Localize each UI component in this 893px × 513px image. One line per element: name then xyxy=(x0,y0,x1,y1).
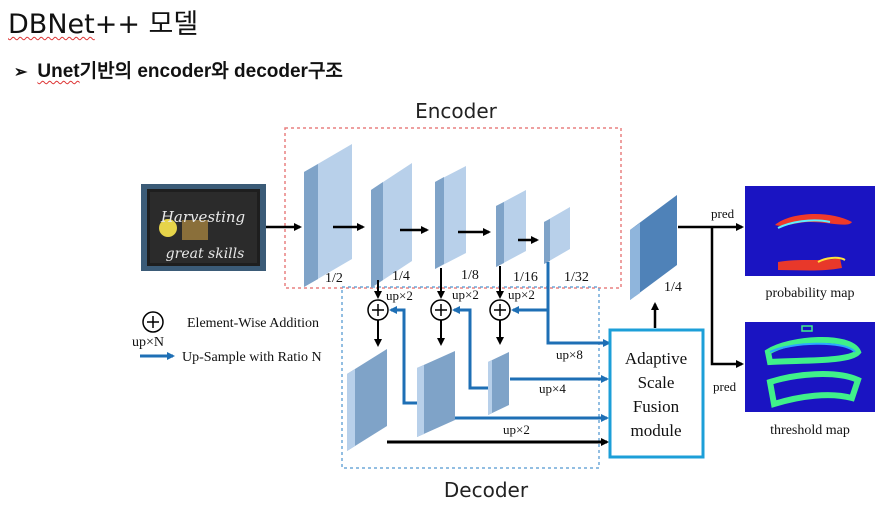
threshold-map-image xyxy=(745,322,875,412)
scale-label-1: 1/2 xyxy=(325,271,343,286)
asf-in-arrow-1 xyxy=(546,290,611,347)
scale-label-3: 1/8 xyxy=(461,268,479,283)
legend-upsample-label: Up-Sample with Ratio N xyxy=(182,350,322,365)
asf-line-4: module xyxy=(631,421,682,440)
decoder-block-1 xyxy=(347,349,387,451)
asf-module xyxy=(608,328,705,459)
legend-add-icon xyxy=(142,311,164,333)
scale-label-4: 1/16 xyxy=(513,270,538,285)
input-image: Harvesting great skills xyxy=(141,184,266,271)
probability-map-label: probability map xyxy=(765,286,854,301)
legend-add-label: Element-Wise Addition xyxy=(187,316,319,331)
encoder-block-5 xyxy=(544,207,570,264)
title-model-name: DBNet xyxy=(8,9,95,40)
bullet-keyword: Unet xyxy=(37,61,80,82)
pred-label-2: pred xyxy=(713,379,737,394)
encoder-block-4 xyxy=(496,190,526,267)
asf-line-1: Adaptive xyxy=(625,349,687,368)
up-label-1: up×2 xyxy=(386,288,413,303)
dec-up-label-3: up×2 xyxy=(503,422,530,437)
encoder-region xyxy=(284,127,622,289)
bullet-point: ➢ Unet기반의 encoder와 decoder구조 xyxy=(14,56,343,83)
bullet-arrow-icon: ➢ xyxy=(14,64,28,81)
bullet-text: 기반의 encoder와 decoder구조 xyxy=(79,61,343,82)
encoder-label: Encoder xyxy=(415,99,498,123)
probability-map-image xyxy=(745,186,875,276)
asf-line-3: Fusion xyxy=(633,397,680,416)
add-node-2 xyxy=(430,299,452,321)
slide-title: DBNet++ 모델 xyxy=(8,2,198,41)
encoder-block-2 xyxy=(371,163,412,288)
threshold-map-label: threshold map xyxy=(770,423,850,438)
decoder-region xyxy=(341,286,600,469)
scale-label-2: 1/4 xyxy=(392,269,410,284)
dec-up-label-2: up×4 xyxy=(539,381,566,396)
decoder-block-3 xyxy=(488,352,509,415)
up-label-2: up×2 xyxy=(452,287,479,302)
input-text-line1: Harvesting xyxy=(160,208,245,226)
add-node-1 xyxy=(367,299,389,321)
upsample-arrow-into-add-2 xyxy=(452,306,489,390)
fused-scale-label: 1/4 xyxy=(664,280,682,295)
input-text-line2: great skills xyxy=(166,246,245,262)
up-label-3: up×2 xyxy=(508,287,535,302)
fused-feature-block xyxy=(630,195,677,300)
upsample-arrow-into-add-1 xyxy=(389,306,420,405)
add-node-3 xyxy=(489,299,511,321)
legend-upn-label: up×N xyxy=(132,335,164,350)
decoder-label: Decoder xyxy=(444,478,529,502)
encoder-block-3 xyxy=(435,166,466,269)
asf-line-2: Scale xyxy=(638,373,675,392)
encoder-block-1 xyxy=(304,144,352,287)
pred-arrow-2 xyxy=(710,227,744,368)
decoder-block-2 xyxy=(417,351,455,437)
title-suffix: ++ 모델 xyxy=(94,9,199,40)
scale-label-5: 1/32 xyxy=(564,270,589,285)
pred-label-1: pred xyxy=(711,206,735,221)
dec-up-label-1: up×8 xyxy=(556,347,583,362)
